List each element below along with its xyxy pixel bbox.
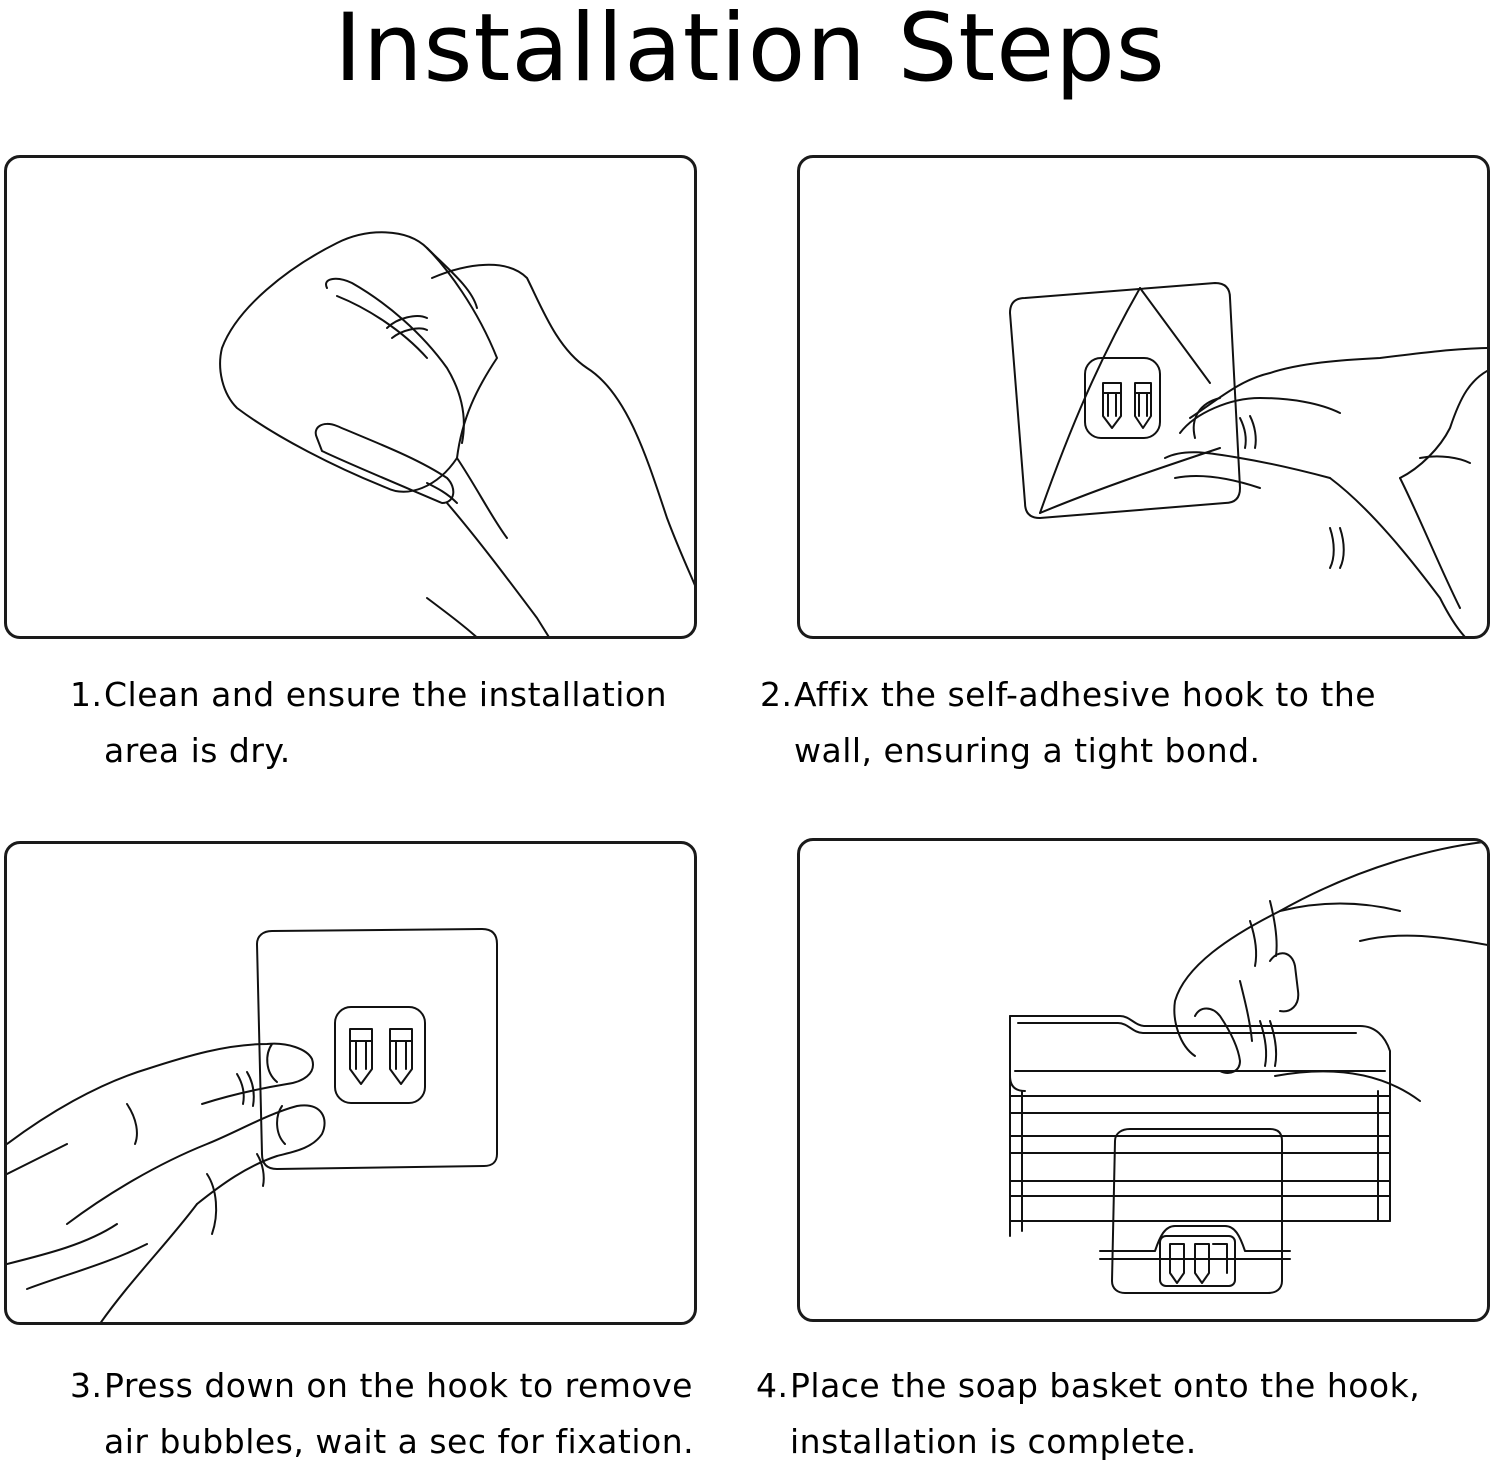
step-text-line: air bubbles, wait a sec for fixation. (104, 1422, 695, 1461)
hand-wiping-icon (219, 231, 694, 636)
peel-backing-icon (1009, 282, 1487, 636)
step-text-line: Place the soap basket onto the hook, (790, 1366, 1421, 1405)
step-text-line: Press down on the hook to remove (104, 1366, 693, 1405)
step-number: 3. (70, 1366, 103, 1405)
hang-basket-icon (1009, 841, 1487, 1294)
step-number: 1. (70, 675, 103, 714)
step-text-line: installation is complete. (790, 1422, 1197, 1461)
step-text-line: wall, ensuring a tight bond. (794, 731, 1261, 770)
step-text-line: Affix the self-adhesive hook to the (794, 675, 1377, 714)
page-title: Installation Steps (334, 0, 1166, 103)
step-text-line: area is dry. (104, 731, 291, 770)
press-hook-icon (7, 928, 498, 1322)
step-4-panel (797, 838, 1490, 1322)
step-number: 4. (756, 1366, 789, 1405)
step-3-panel (4, 841, 697, 1325)
step-1-panel (4, 155, 697, 639)
step-number: 2. (760, 675, 793, 714)
step-text-line: Clean and ensure the installation (104, 675, 668, 714)
step-2-panel (797, 155, 1490, 639)
